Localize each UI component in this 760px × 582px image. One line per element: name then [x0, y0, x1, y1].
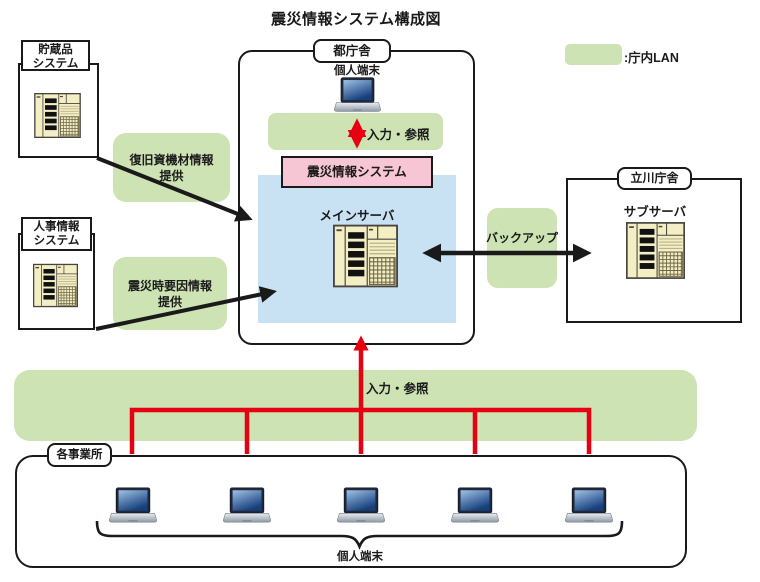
hq-laptop-icon [334, 77, 381, 114]
disaster-system-box: 震災情報システム [281, 156, 433, 188]
main-server-icon [333, 224, 398, 288]
tachikawa-label: 立川庁舎 [617, 167, 692, 190]
offices-terminal-label: 個人端末 [337, 551, 383, 563]
lan-legend-label: :庁内LAN [624, 51, 679, 65]
lan-legend-swatch [565, 44, 622, 65]
storage-system-line2: システム [32, 58, 79, 70]
personnel-server-icon [33, 262, 78, 309]
office-laptop-icon-5 [565, 486, 613, 526]
recovery-info-line2: 提供 [159, 168, 184, 183]
backup-lan-box [487, 208, 557, 288]
hq-io-label: 入力・参照 [367, 128, 430, 142]
offices-io-label: 入力・参照 [366, 382, 429, 396]
office-laptop-icon-3 [337, 486, 385, 526]
office-laptop-icon-4 [451, 486, 499, 526]
backup-label: バックアップ [485, 231, 558, 245]
disaster-factor-line1: 震災時要因情報 [127, 278, 212, 293]
office-laptop-icon-1 [109, 486, 157, 526]
personnel-system-line2: システム [33, 235, 80, 247]
offices-label: 各事業所 [47, 443, 112, 467]
personnel-system-label: 人事情報 システム [21, 217, 92, 251]
disaster-factor-note: 震災時要因情報 提供 [113, 257, 227, 330]
recovery-info-line1: 復旧資機材情報 [129, 152, 214, 167]
offices-lan-band [14, 370, 697, 441]
sub-server-label: サブサーバ [623, 205, 687, 219]
personnel-system-line1: 人事情報 [33, 221, 80, 233]
storage-system-line1: 貯蔵品 [38, 44, 73, 56]
storage-server-icon [33, 93, 82, 138]
sub-server-icon [626, 222, 685, 279]
recovery-info-note: 復旧資機材情報 提供 [113, 133, 230, 202]
headquarters-label: 都庁舎 [313, 39, 391, 63]
diagram-title: 震災情報システム構成図 [270, 11, 442, 28]
disaster-factor-line2: 提供 [157, 294, 182, 309]
main-server-label: メインサーバ [319, 209, 395, 223]
hq-terminal-label: 個人端末 [334, 65, 380, 77]
office-laptop-icon-2 [223, 486, 271, 526]
storage-system-label: 貯蔵品 システム [21, 40, 90, 71]
